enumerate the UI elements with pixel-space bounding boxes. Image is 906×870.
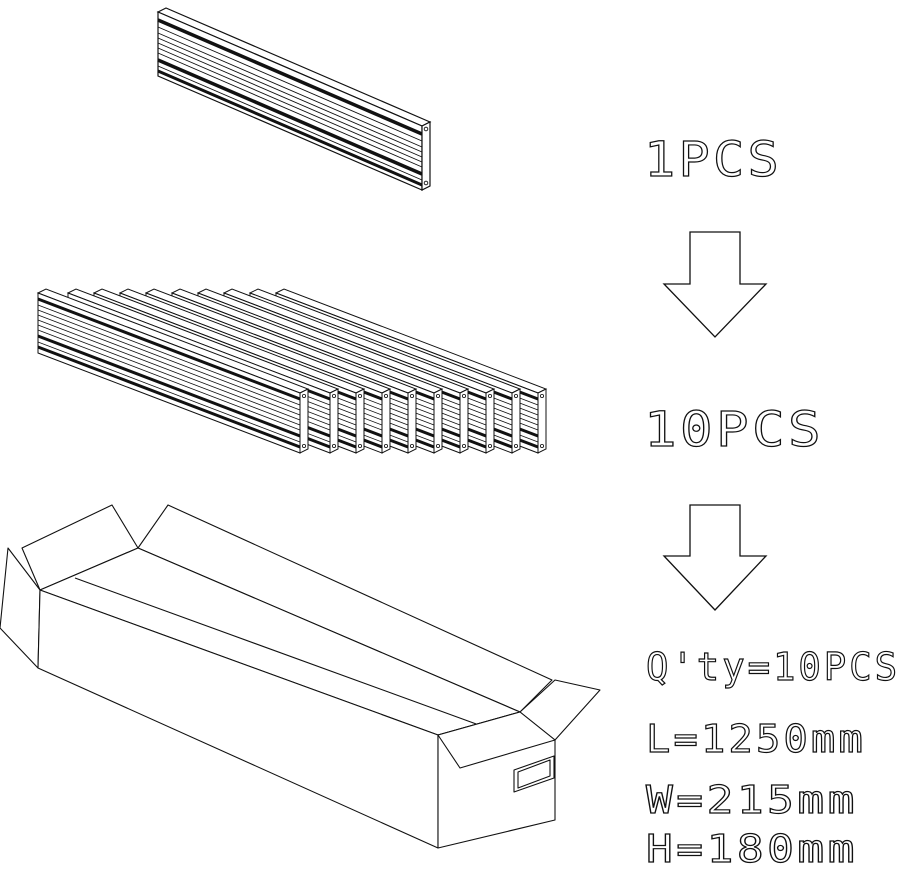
step1-label: 1PCS <box>644 132 782 188</box>
arrow-down-icon <box>662 504 768 611</box>
carton-box <box>0 504 601 849</box>
spec-width: W=215mm <box>646 778 858 822</box>
spec-qty: Q'ty=10PCS <box>646 645 900 689</box>
single-panel <box>156 7 432 191</box>
panel-stack <box>36 287 548 455</box>
spec-length: L=1250mm <box>646 717 866 761</box>
box-handle <box>513 755 555 793</box>
arrow-down-icon <box>662 231 768 338</box>
box-flap-front-right <box>437 711 556 769</box>
step2-label: 10PCS <box>644 402 824 458</box>
spec-height: H=180mm <box>646 827 858 870</box>
